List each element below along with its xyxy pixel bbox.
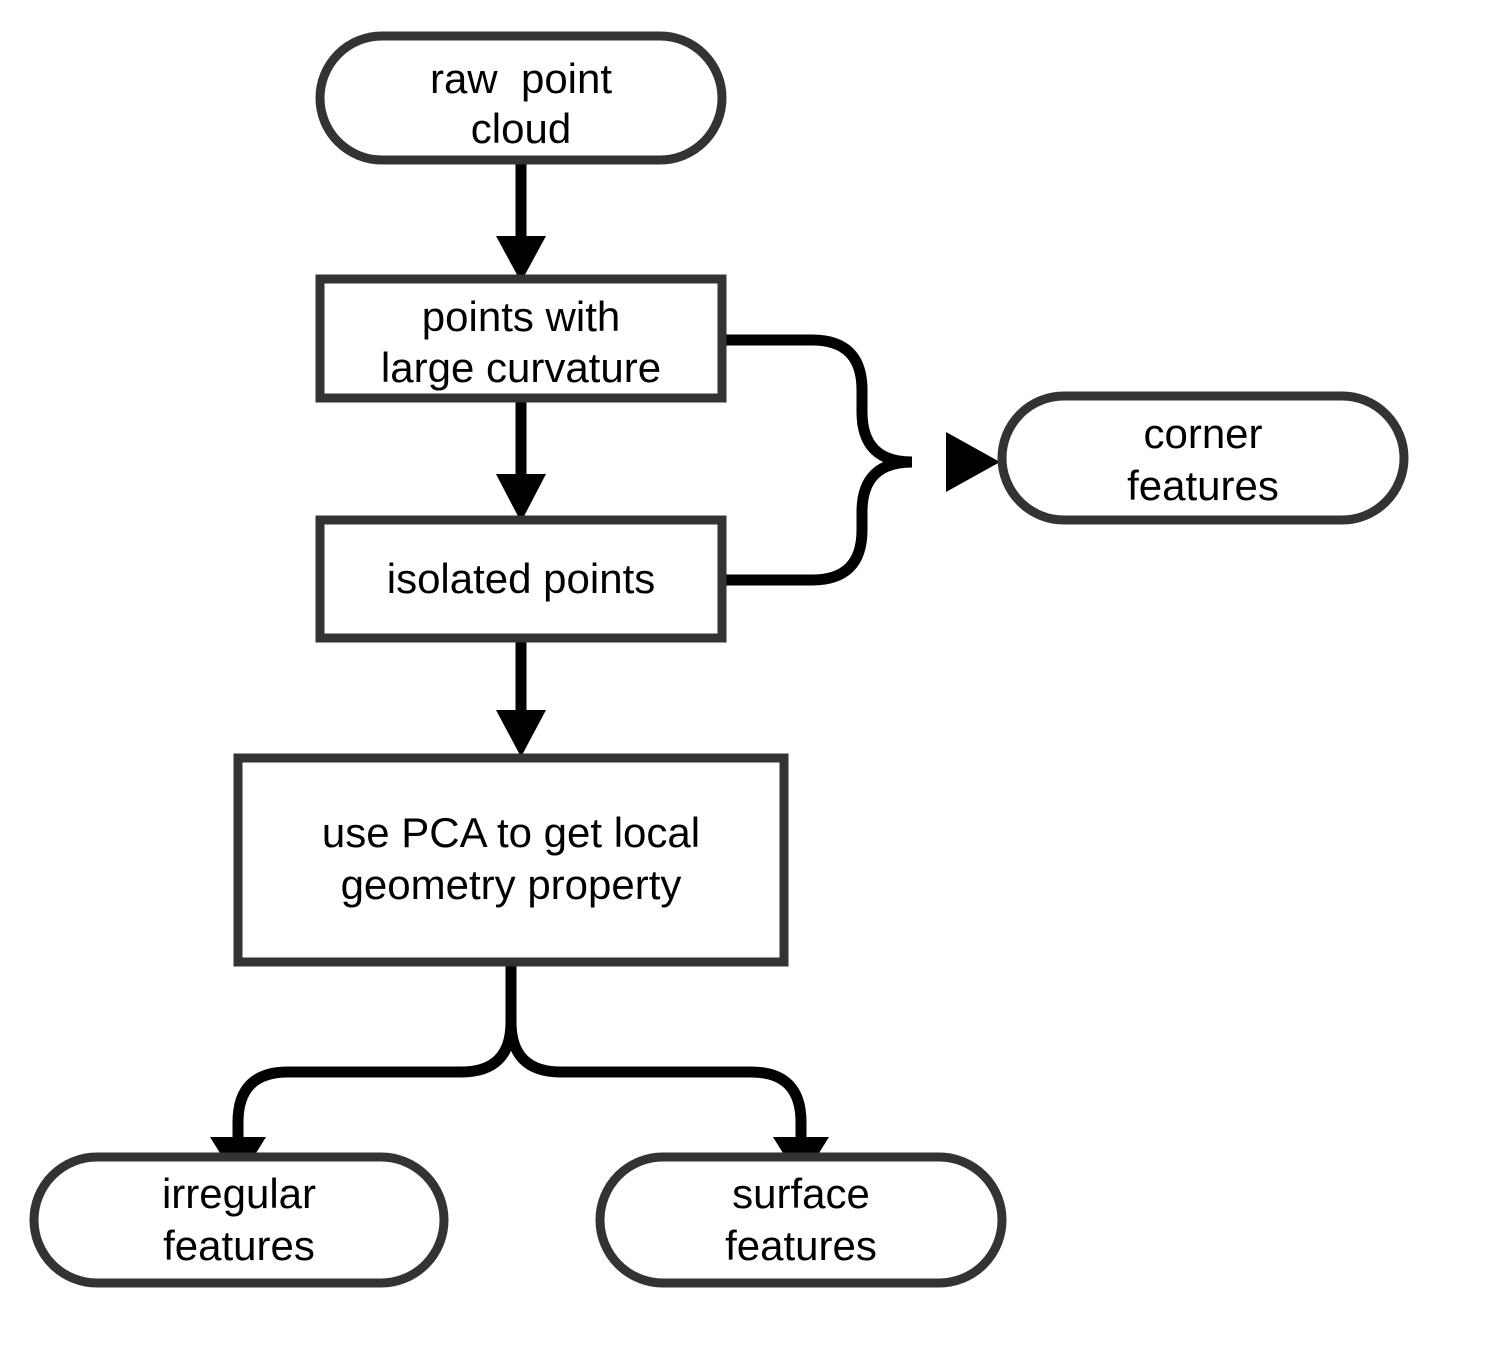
node-irregular-features[interactable]: irregular features: [29, 1152, 449, 1288]
node-surface-features[interactable]: surface features: [595, 1152, 1007, 1288]
node-label-line1: surface: [732, 1170, 870, 1217]
node-label-line1: isolated points: [387, 555, 656, 602]
edge-line: [232, 962, 517, 1142]
arrowhead-icon: [496, 474, 546, 522]
node-shape-stadium[interactable]: [595, 1152, 1007, 1288]
node-shape-stadium[interactable]: [29, 1152, 449, 1288]
node-label-line1: raw point: [430, 55, 612, 102]
edge-curvature-to-corner: [722, 334, 913, 468]
node-corner-features[interactable]: corner features: [997, 391, 1409, 525]
node-use-pca[interactable]: use PCA to get local geometry property: [233, 753, 789, 967]
node-shape-rect[interactable]: [315, 274, 727, 403]
edge-pca-to-irregular: [210, 962, 517, 1182]
edge-line: [505, 962, 807, 1142]
node-label-line2: cloud: [471, 105, 571, 152]
arrowhead-icon: [496, 710, 546, 757]
edge-pca-to-surface: [505, 962, 829, 1182]
arrowhead-icon: [496, 236, 546, 282]
node-shape-rect[interactable]: [315, 515, 727, 643]
node-label-line2: geometry property: [341, 861, 682, 908]
edge-isolated-to-corner: [722, 432, 1000, 586]
node-points-with-large-curvature[interactable]: points with large curvature: [315, 274, 727, 403]
node-label-line1: points with: [422, 293, 620, 340]
node-label-line2: features: [725, 1222, 877, 1269]
node-label-line1: irregular: [162, 1170, 316, 1217]
node-shape-rect[interactable]: [233, 753, 789, 967]
edge-line: [722, 456, 913, 586]
node-shape-stadium[interactable]: [315, 31, 727, 165]
edge-curvature-to-isolated: [496, 398, 546, 522]
edge-isolated-to-pca: [496, 638, 546, 757]
node-label-line1: use PCA to get local: [322, 809, 700, 856]
edge-raw-to-curvature: [496, 155, 546, 282]
edge-line: [722, 334, 913, 468]
node-isolated-points[interactable]: isolated points: [315, 515, 727, 643]
node-label-line2: large curvature: [381, 344, 661, 391]
arrowhead-icon: [946, 432, 1000, 492]
node-label-line2: features: [163, 1222, 315, 1269]
node-label-line2: features: [1127, 462, 1279, 509]
node-raw-point-cloud[interactable]: raw point cloud: [315, 31, 727, 165]
node-label-line1: corner: [1143, 410, 1262, 457]
node-shape-stadium[interactable]: [997, 391, 1409, 525]
